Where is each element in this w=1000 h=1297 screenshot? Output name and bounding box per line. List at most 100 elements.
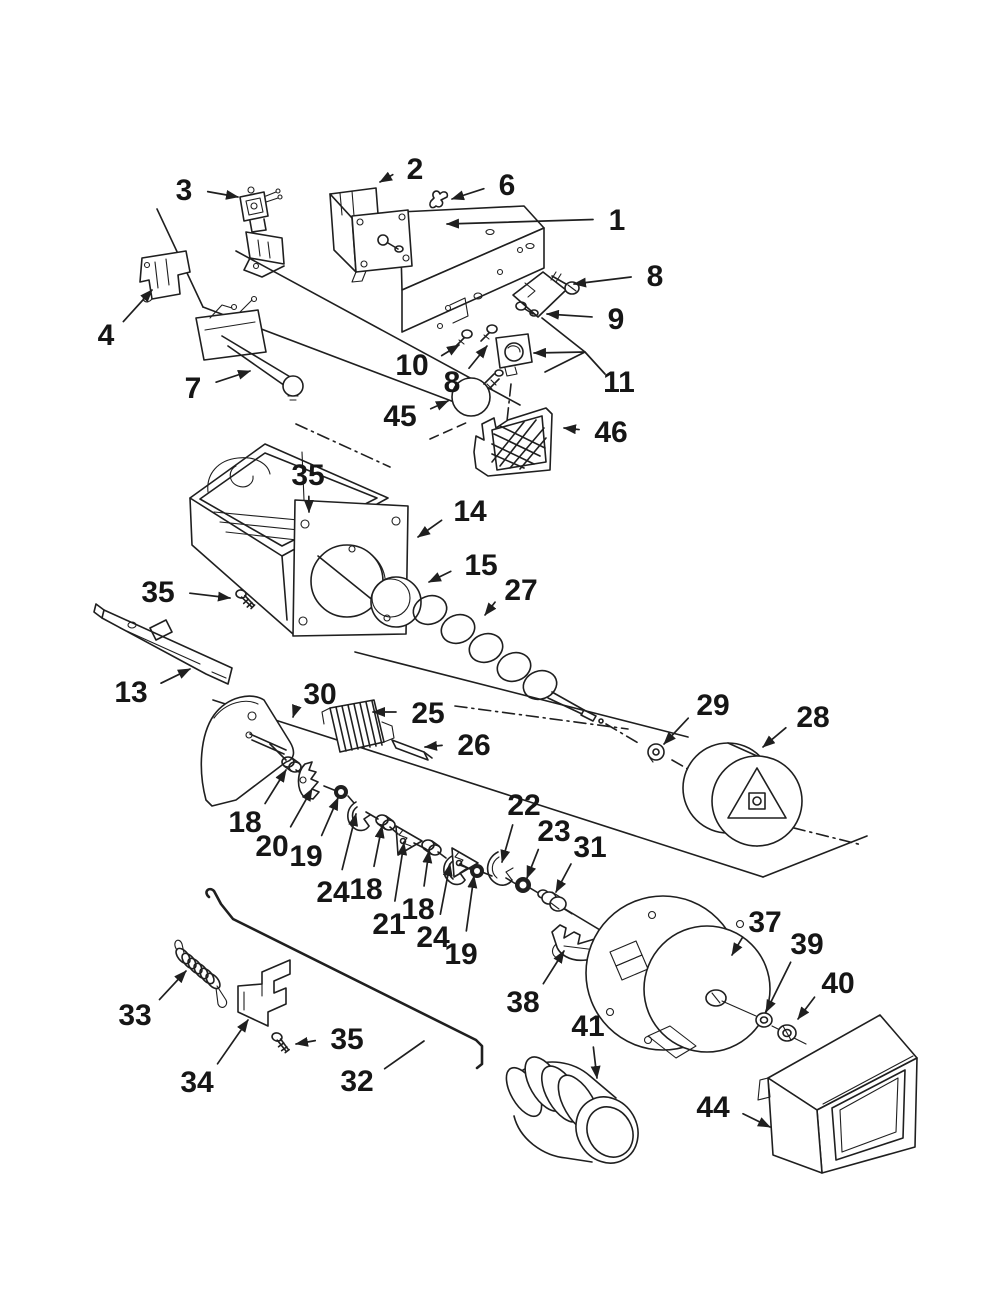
part-crusher-housing [321,699,395,753]
part-clip-22 [486,851,514,886]
part-washer-19a [334,785,348,799]
part-clip-24a [347,801,371,832]
part-blade-21 [395,825,423,856]
part-clip-34 [237,959,291,1027]
leader-line-26 [424,740,443,751]
leader-line-27 [484,601,497,616]
leader-line-8 [468,345,488,370]
part-label-6: 6 [499,169,516,202]
part-label-29: 29 [696,689,729,722]
part-bracket-9 [512,271,567,318]
part-label-18: 18 [228,806,261,839]
part-label-31: 31 [573,831,606,864]
part-blade-bar [391,739,433,761]
part-label-20: 20 [255,830,288,863]
part-washers-39-40 [721,1000,807,1045]
leader-line-45 [429,400,449,411]
leader-line-32 [383,1040,425,1070]
leader-line-40 [797,996,816,1020]
leader-line-35 [188,591,231,602]
leader-line-20 [289,788,313,828]
leader-line-38 [542,950,565,985]
leader-line-2 [379,171,394,183]
leader-line-10 [440,344,460,357]
part-label-39: 39 [790,928,823,961]
part-bushing-18b [375,814,396,831]
part-label-26: 26 [457,729,490,762]
leader-line-29 [663,717,690,745]
leader-line-18 [264,769,287,805]
part-wire-arm [205,887,484,1070]
part-cam-disc [200,695,295,807]
leader-line-24 [439,863,453,916]
part-label-10: 10 [395,349,428,382]
leader-line-9 [546,309,593,320]
part-cover [757,1014,918,1174]
part-label-35: 35 [141,576,174,609]
leader-line-4 [122,289,153,323]
part-washer-23 [515,877,531,893]
part-control-box [399,205,545,333]
leader-line-22 [500,824,514,863]
part-label-19: 19 [444,938,477,971]
part-label-35: 35 [291,459,324,492]
leader-line-31 [555,863,572,893]
part-shutoff-arm [195,295,304,401]
part-blower-wheel [682,742,803,847]
part-label-9: 9 [608,303,625,336]
part-label-8: 8 [647,260,664,293]
part-label-23: 23 [537,815,570,848]
part-label-25: 25 [411,697,444,730]
leader-line-35 [295,1036,317,1047]
part-nut-31 [537,889,573,915]
part-clip-6 [429,190,449,209]
leader-line-33 [158,970,187,1001]
part-screw-35c [268,1031,294,1055]
part-label-32: 32 [340,1065,373,1098]
part-label-24: 24 [416,921,450,954]
part-light-bulb [451,369,504,417]
part-auger-motor [585,895,771,1059]
part-label-33: 33 [118,999,151,1032]
leader-line-6 [451,187,485,201]
leader-line-11 [533,347,606,375]
part-label-18: 18 [349,873,382,906]
part-label-38: 38 [506,986,539,1019]
leader-line-41 [590,1046,601,1079]
part-label-34: 34 [180,1066,214,1099]
leader-line-3 [206,189,239,200]
leader-line-28 [762,726,787,748]
part-screws-10-8 [455,324,498,347]
leader-line-23 [526,848,540,879]
part-label-44: 44 [696,1091,730,1124]
leader-line-18 [422,850,433,887]
leader-line-21 [394,842,408,902]
part-retainer-29 [647,743,665,763]
part-label-7: 7 [185,372,202,405]
part-grille [473,407,553,477]
part-label-28: 28 [796,701,829,734]
part-spring-33 [174,939,228,1008]
part-label-46: 46 [594,416,627,449]
leader-line-30 [292,704,302,718]
part-timer-motor [329,187,413,283]
part-end-cap [370,576,422,628]
part-label-14: 14 [453,495,487,528]
part-washer-19b [470,864,484,878]
part-label-4: 4 [98,319,115,352]
leader-line-34 [216,1019,249,1065]
part-label-1: 1 [609,204,626,237]
leader-line-13 [160,668,191,685]
part-label-8: 8 [444,366,461,399]
part-label-13: 13 [114,676,147,709]
leader-line-39 [765,961,792,1013]
part-label-11: 11 [603,366,635,399]
leader-line-19 [465,875,478,932]
part-label-37: 37 [748,906,781,939]
part-bellows [505,1056,639,1164]
part-label-45: 45 [383,400,416,433]
part-label-24: 24 [316,876,350,909]
leader-line-19 [320,797,339,837]
